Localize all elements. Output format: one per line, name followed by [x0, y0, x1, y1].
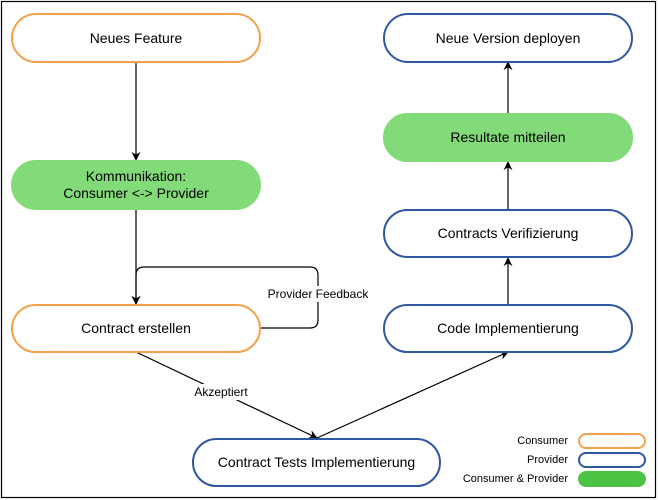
node-code-implementierung[interactable]: Code Implementierung	[383, 304, 633, 353]
node-contract-tests[interactable]: Contract Tests Implementierung	[192, 438, 441, 487]
edge-provider-feedback-loop	[131, 266, 319, 329]
node-resultate-mitteilen[interactable]: Resultate mitteilen	[383, 113, 633, 162]
feedback-label-bg	[259, 286, 377, 302]
legend-label-consumer: Consumer	[517, 435, 568, 447]
nodes: Neues Feature Kommunikation: Consumer <-…	[11, 13, 633, 487]
node-label: Contracts Verifizierung	[438, 225, 579, 241]
node-kommunikation[interactable]: Kommunikation: Consumer <-> Provider	[11, 160, 261, 210]
edge-label-akzeptiert: Akzeptiert	[194, 385, 248, 399]
node-label-line2: Consumer <-> Provider	[63, 185, 209, 201]
node-label-line1: Kommunikation:	[86, 168, 186, 184]
legend-label-both: Consumer & Provider	[463, 473, 568, 485]
node-label: Neue Version deployen	[436, 30, 581, 46]
node-shape	[11, 13, 261, 63]
legend-swatch-both	[578, 471, 646, 487]
node-shape	[192, 438, 441, 487]
legend-swatch-consumer	[578, 433, 646, 449]
node-shape	[11, 160, 261, 210]
node-label: Contract erstellen	[81, 320, 191, 336]
legend-swatch-provider	[578, 452, 646, 468]
edges	[131, 61, 513, 439]
legend-label-provider: Provider	[527, 454, 568, 466]
node-shape	[383, 209, 633, 258]
node-label: Neues Feature	[90, 30, 183, 46]
edge-tests-to-code	[316, 351, 509, 439]
node-contracts-verifizierung[interactable]: Contracts Verifizierung	[383, 209, 633, 258]
node-label: Resultate mitteilen	[450, 129, 565, 145]
node-neues-feature[interactable]: Neues Feature	[11, 13, 261, 63]
akzeptiert-label-bg	[188, 384, 254, 400]
edge-label-provider-feedback: Provider Feedback	[268, 287, 370, 301]
node-label: Contract Tests Implementierung	[218, 454, 415, 470]
node-neue-version-deployen[interactable]: Neue Version deployen	[383, 13, 633, 63]
node-shape	[383, 304, 633, 353]
node-shape	[383, 13, 633, 63]
node-shape	[11, 304, 261, 353]
node-shape	[383, 113, 633, 162]
node-label: Code Implementierung	[437, 320, 579, 336]
node-contract-erstellen[interactable]: Contract erstellen	[11, 304, 261, 353]
legend: Consumer Provider Consumer & Provider	[463, 433, 646, 487]
